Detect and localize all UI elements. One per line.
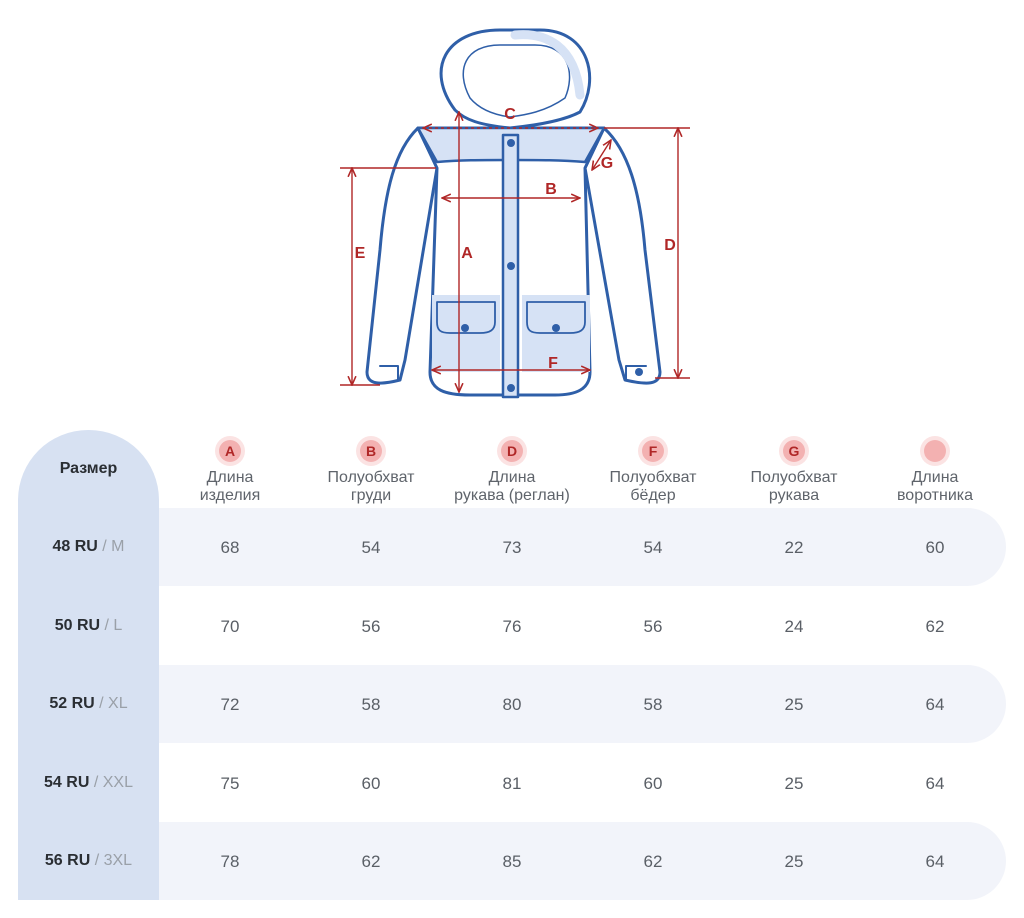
letter-badge: D [497,436,527,466]
right-pocket-flap [526,301,586,334]
jacket-drawing [365,28,662,399]
table-cell: 80 [502,695,522,714]
row-band [159,822,1006,900]
table-cell: 24 [784,617,804,636]
measure-letters: C B A E D F G [355,106,676,372]
table-cell: 75 [220,774,240,793]
table-cell: 54 [643,538,663,557]
table-cell: 73 [502,538,522,557]
row-band [159,665,1006,743]
size-label: 56 RU / 3XL [44,852,133,869]
table-cell: 62 [361,852,381,871]
label-c: C [504,106,516,123]
letter-badge: A [215,436,245,466]
table-cell: 62 [643,852,663,871]
size-header: Размер [59,460,118,477]
size-label: 50 RU / L [54,617,123,634]
table-cell: 70 [220,617,240,636]
table-cell: 60 [361,774,381,793]
table-cell: 64 [925,852,945,871]
table-cell: 64 [925,695,945,714]
label-a: A [461,245,473,262]
label-e: E [355,245,366,262]
jacket-diagram: C B A E D F G [340,28,690,399]
table-cell: 56 [361,617,381,636]
size-column [18,430,159,900]
table-cell: 54 [361,538,381,557]
measure-lines [340,112,690,392]
table-cell: 78 [220,852,240,871]
table-cell: 56 [643,617,663,636]
letter-badge: B [356,436,386,466]
label-d: D [664,237,676,254]
table-cell: 68 [220,538,240,557]
size-label: 54 RU / XXL [44,774,133,791]
letter-badge [920,436,950,466]
table-cell: 81 [502,774,522,793]
table-cell: 85 [502,852,522,871]
letter-badge: F [638,436,668,466]
table-cell: 25 [784,695,804,714]
table-cell: 25 [784,852,804,871]
left-sleeve [365,126,439,385]
hood-inner [462,44,571,118]
table-cell: 62 [925,617,945,636]
table-cell: 72 [220,695,240,714]
row-band [159,508,1006,586]
label-f: F [548,355,558,372]
left-pocket-flap [436,301,496,334]
table-cell: 60 [643,774,663,793]
table-cell: 58 [643,695,663,714]
right-sleeve [583,126,662,385]
table-cell: 22 [784,538,804,557]
label-b: B [545,181,557,198]
table-cell: 60 [925,538,945,557]
letter-badge: G [779,436,809,466]
size-label: 48 RU / M [52,538,125,555]
table-cell: 25 [784,774,804,793]
size-label: 52 RU / XL [49,695,128,712]
table-cell: 76 [502,617,522,636]
table-cell: 64 [925,774,945,793]
label-g: G [601,155,613,172]
table-cell: 58 [361,695,381,714]
